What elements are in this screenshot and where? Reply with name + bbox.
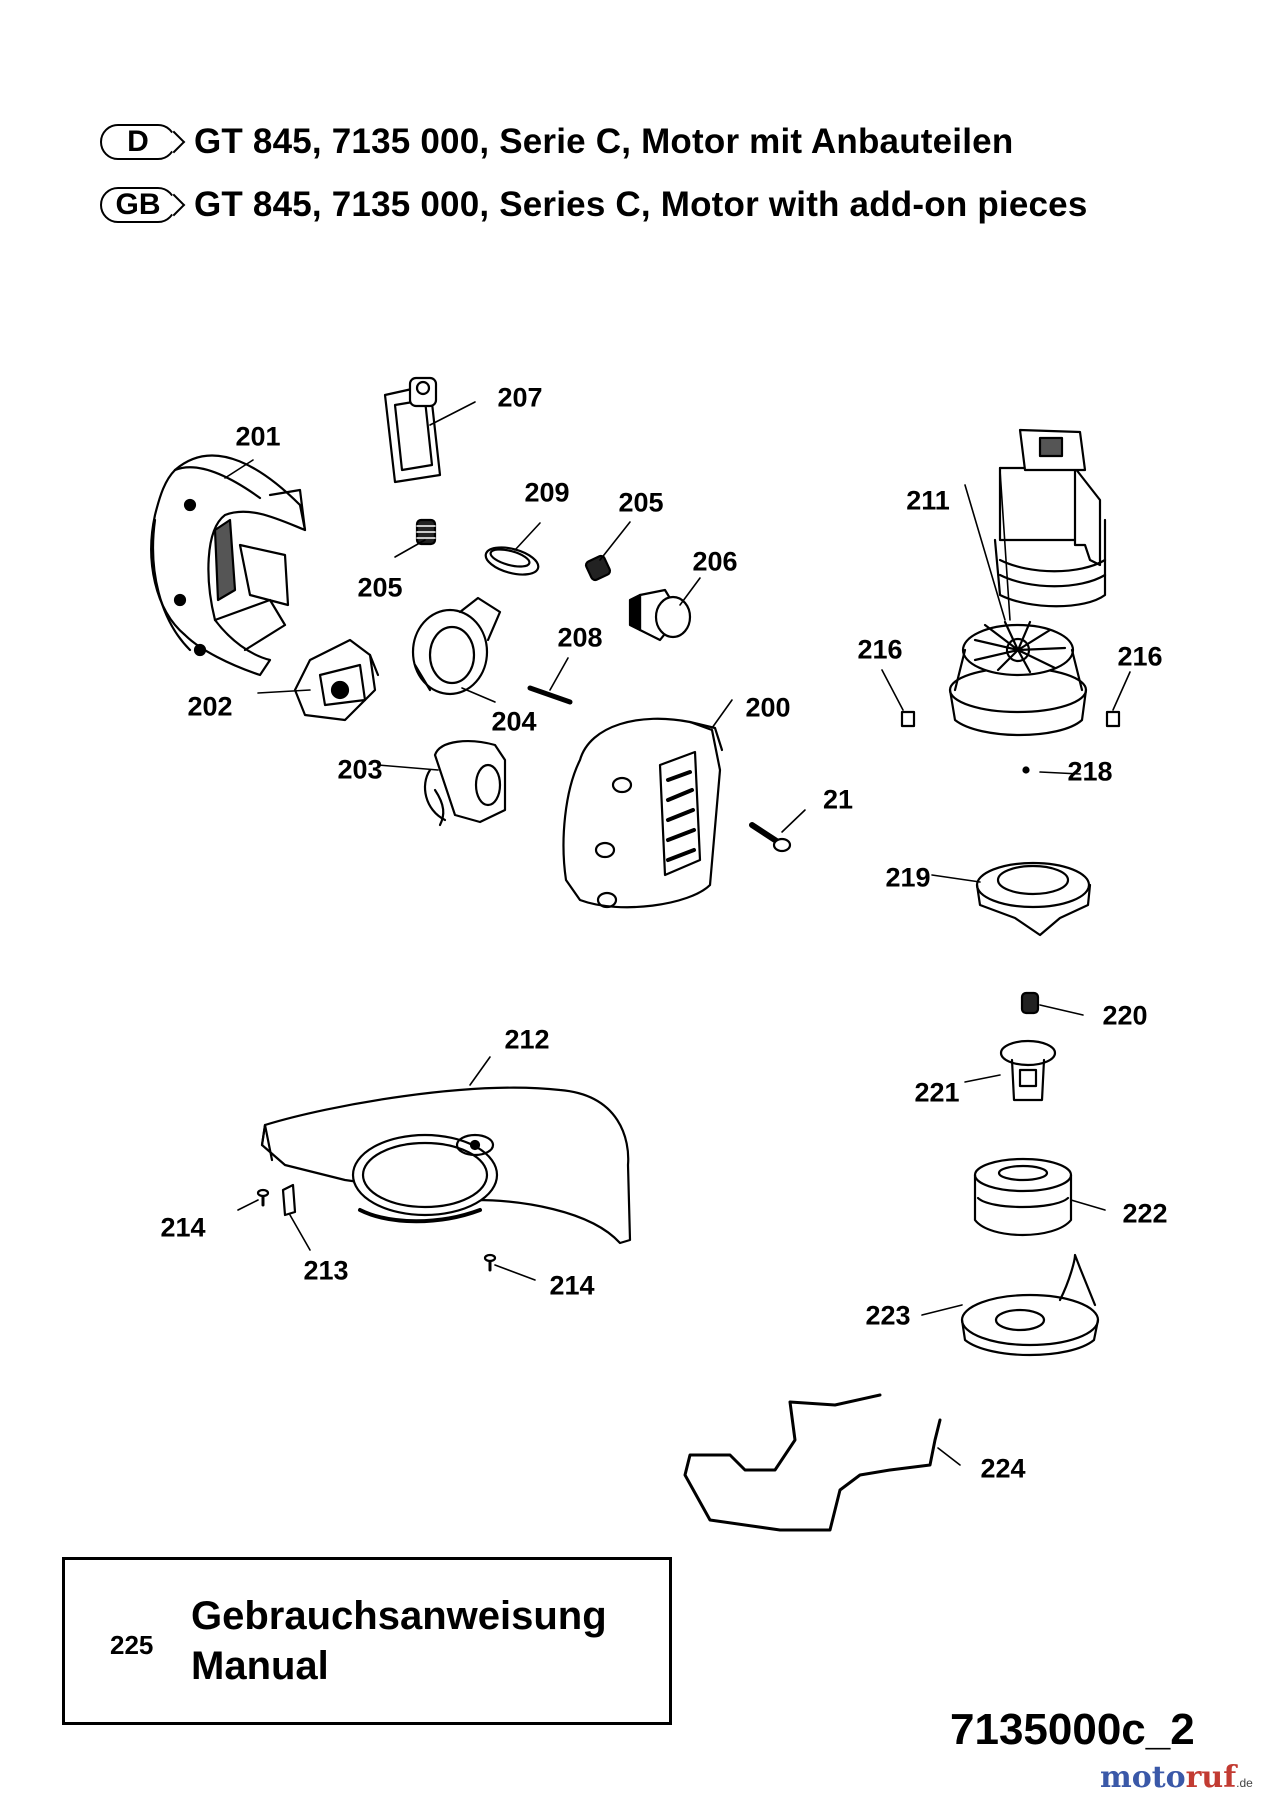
callout-211: 211: [906, 485, 950, 516]
part-218-pin: [1022, 766, 1030, 774]
callout-204: 204: [491, 706, 537, 737]
manual-box: 225 Gebrauchsanweisung Manual: [62, 1557, 672, 1725]
callout-209: 209: [524, 477, 570, 508]
part-220-spring: [1020, 991, 1040, 1015]
callout-203: 203: [337, 754, 383, 785]
part-215-screw: [749, 822, 792, 853]
callout-201: 201: [235, 421, 281, 452]
part-224-wire-spring: [683, 1393, 942, 1532]
header-row-de: D GT 845, 7135 000, Serie C, Motor mit A…: [100, 122, 1013, 162]
callout-207: 207: [497, 382, 543, 413]
callout-224: 224: [980, 1453, 1026, 1484]
part-200-motor-cover: [562, 717, 724, 909]
part-216-clip-a: [900, 710, 916, 728]
manual-title-de: Gebrauchsanweisung: [191, 1594, 607, 1638]
part-207-cable-holder: [383, 376, 442, 484]
part-221-hub: [999, 1039, 1057, 1102]
part-206-switch: [628, 588, 692, 642]
part-223-cap: [960, 1253, 1100, 1357]
callout-200: 200: [745, 692, 791, 723]
manual-part-number: 225: [110, 1630, 154, 1660]
callout-219: 219: [885, 862, 931, 893]
part-212-guard: [260, 1086, 632, 1245]
callout-220: 220: [1102, 1000, 1148, 1031]
title-de: GT 845, 7135 000, Serie C, Motor mit Anb…: [194, 122, 1014, 161]
part-219-base: [975, 861, 1092, 937]
language-badge-gb: GB: [100, 187, 176, 223]
callout-202: 202: [187, 691, 233, 722]
manual-title-en: Manual: [191, 1644, 329, 1688]
part-205-spring-b: [584, 554, 612, 582]
part-222-spool: [973, 1157, 1073, 1236]
callout-205-left: 205: [357, 572, 403, 603]
header-row-gb: GB GT 845, 7135 000, Series C, Motor wit…: [100, 185, 1087, 225]
callout-222: 222: [1122, 1198, 1168, 1229]
callout-212: 212: [504, 1024, 550, 1055]
watermark-logo: motoruf.de: [1100, 1760, 1253, 1795]
language-badge-de: D: [100, 124, 176, 160]
callout-216-right: 216: [1117, 641, 1163, 672]
callout-205-right: 205: [618, 487, 664, 518]
callout-208: 208: [557, 622, 603, 653]
callout-214-right: 214: [549, 1270, 595, 1301]
part-202-bracket: [293, 638, 380, 722]
callout-215: 21: [822, 784, 854, 815]
callout-206: 206: [692, 546, 738, 577]
part-211-fan: [948, 620, 1088, 737]
part-204-sleeve: [411, 596, 502, 696]
callout-223: 223: [865, 1300, 911, 1331]
part-201-housing-shell: [150, 454, 307, 677]
part-214-screw-b: [483, 1253, 497, 1272]
part-203-bearing-block: [423, 740, 507, 827]
part-208-pin: [527, 685, 573, 705]
callout-216-left: 216: [857, 634, 903, 665]
part-213-plate: [281, 1183, 297, 1217]
leader-lines: [224, 401, 1131, 1466]
callout-213: 213: [303, 1255, 349, 1286]
callout-218: 218: [1067, 756, 1113, 787]
part-214-screw-a: [256, 1188, 270, 1207]
part-216-clip-b: [1105, 710, 1121, 728]
drawing-number: 7135000c_2: [950, 1705, 1195, 1754]
part-211-motor: [993, 428, 1107, 608]
title-gb: GT 845, 7135 000, Series C, Motor with a…: [194, 185, 1088, 224]
part-209-pad: [484, 546, 540, 576]
part-205-spring-a: [415, 518, 437, 546]
callout-214-left: 214: [160, 1212, 206, 1243]
callout-221: 221: [914, 1077, 960, 1108]
leader-211: [964, 469, 1011, 621]
